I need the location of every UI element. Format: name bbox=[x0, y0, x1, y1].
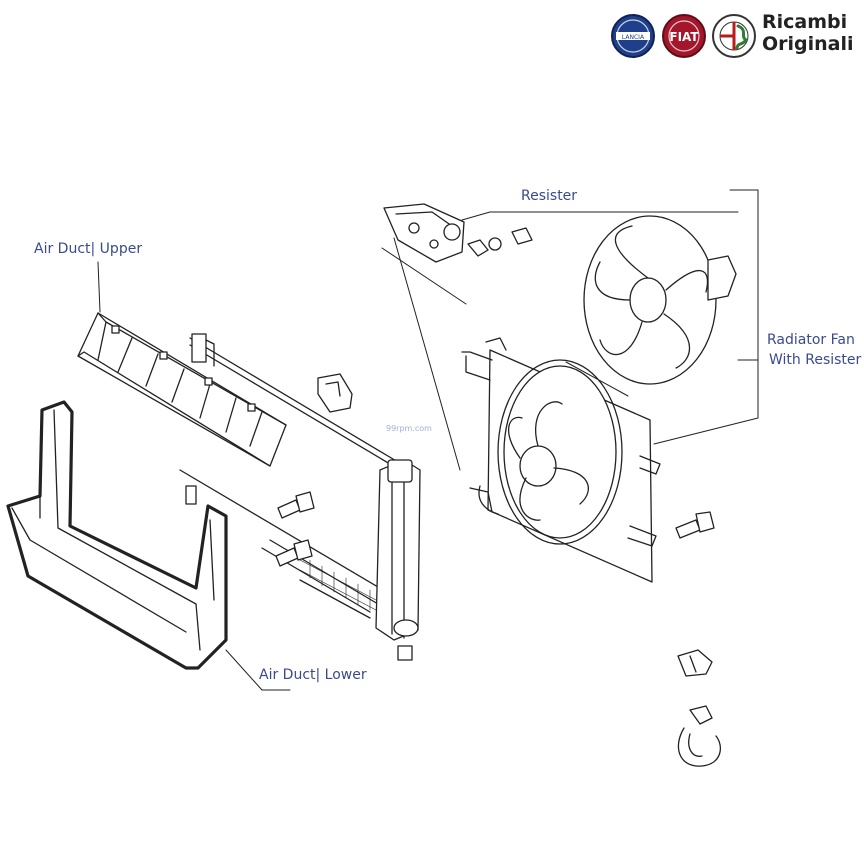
fan-blade-part bbox=[583, 215, 737, 385]
callout-air-duct-upper: Air Duct| Upper bbox=[34, 241, 143, 257]
leader-lines bbox=[97, 189, 759, 691]
retaining-clip-part bbox=[317, 373, 353, 413]
callout-resister: Resister bbox=[521, 188, 578, 204]
svg-text:LANCIA: LANCIA bbox=[622, 34, 645, 41]
bolt-part bbox=[275, 539, 313, 567]
hose-clip-part bbox=[677, 649, 713, 677]
brand-line-1: Ricambi bbox=[762, 11, 848, 33]
air-duct-lower-part bbox=[6, 400, 228, 670]
alfa-romeo-logo bbox=[712, 14, 756, 58]
fiat-logo: FIAT bbox=[662, 14, 706, 58]
callout-radiator-fan-line-1: Radiator Fan bbox=[767, 332, 855, 348]
resister-part bbox=[383, 203, 533, 263]
watermark-text: 99rpm.com bbox=[386, 424, 432, 433]
bolt-part bbox=[277, 491, 315, 519]
air-duct-upper-part bbox=[77, 312, 287, 467]
svg-text:FIAT: FIAT bbox=[669, 30, 699, 44]
callout-air-duct-lower: Air Duct| Lower bbox=[259, 667, 367, 683]
lancia-logo: LANCIA bbox=[611, 14, 655, 58]
brand-wordmark: Ricambi Originali bbox=[762, 11, 854, 55]
bolt-part bbox=[675, 511, 715, 539]
callout-radiator-fan-line-2: With Resister bbox=[769, 352, 862, 368]
radiator-part bbox=[179, 333, 421, 661]
hose-clip-part bbox=[677, 705, 722, 767]
fan-shroud-part bbox=[461, 337, 661, 583]
brand-line-2: Originali bbox=[762, 33, 854, 55]
